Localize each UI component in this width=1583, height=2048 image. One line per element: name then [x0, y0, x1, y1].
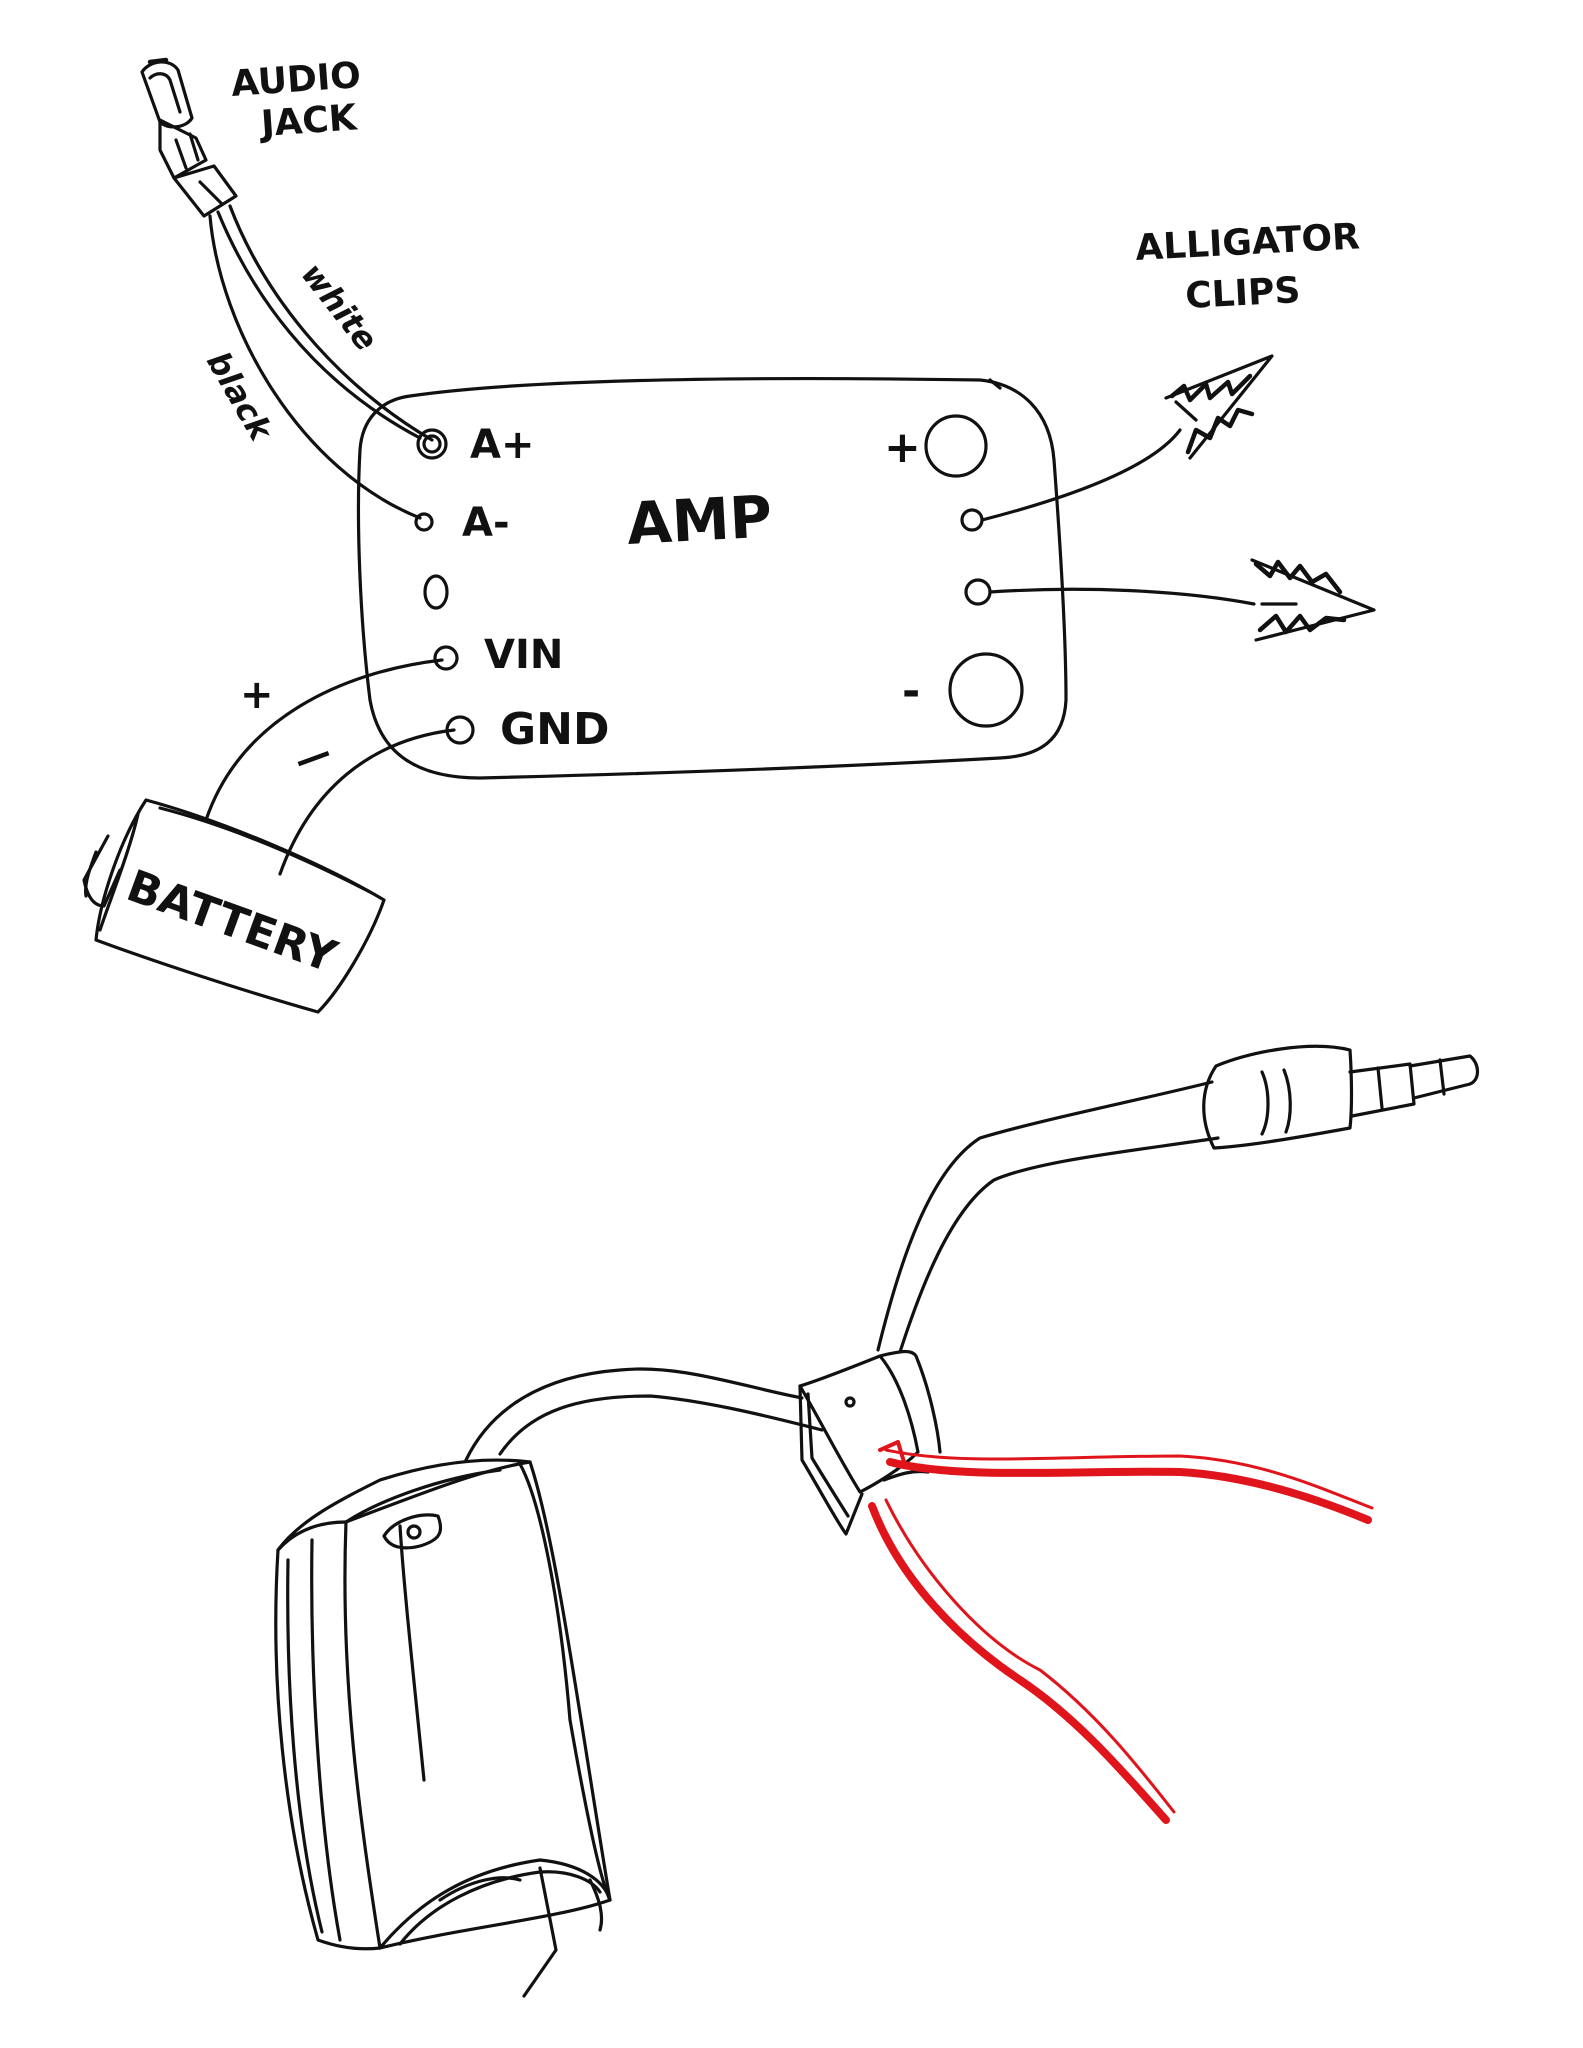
- alligator-clip-top: [1164, 354, 1274, 460]
- pin-vin-hole: [433, 645, 459, 671]
- speaker-plus-terminal: [924, 414, 988, 478]
- red-wires: [868, 1440, 1374, 1824]
- out-plus-label: +: [884, 422, 921, 473]
- amp-board-outline: [356, 376, 1068, 780]
- out-pin-bottom: [964, 578, 992, 606]
- audio-plug-sketch: [1202, 1044, 1480, 1150]
- out-minus-label: -: [902, 666, 920, 717]
- output-wires: [980, 428, 1256, 606]
- junction-block-sketch: [798, 1349, 942, 1536]
- amp-label: AMP: [625, 482, 773, 558]
- plug-cable: [876, 1080, 1220, 1354]
- pin-a-minus-label: A-: [462, 500, 510, 546]
- pin-a-minus-hole: [414, 512, 434, 532]
- pin-vin-label: VIN: [484, 632, 563, 678]
- battery-plus-label: +: [240, 672, 274, 718]
- jack-wires: [208, 204, 434, 520]
- battery-wires: [204, 658, 456, 876]
- battery-minus-label: —: [289, 732, 337, 783]
- battery-top-sketch: [82, 798, 386, 1014]
- amp-terminals-right: [924, 414, 1024, 728]
- amp-pins-left: [414, 428, 475, 745]
- black-wire-label: black: [199, 345, 281, 448]
- alligator-clip-bottom: [1250, 558, 1376, 642]
- pin-unused-hole: [423, 574, 449, 610]
- speaker-minus-terminal: [948, 652, 1024, 728]
- battery-to-junction-cable: [464, 1367, 824, 1462]
- alligator-clips-label-line2: CLIPS: [1184, 270, 1301, 317]
- audio-jack-label-line2: JACK: [257, 97, 359, 145]
- pin-gnd-label: GND: [500, 704, 609, 755]
- alligator-clips-label-line1: ALLIGATOR: [1134, 216, 1360, 269]
- pin-a-plus-label: A+: [470, 422, 534, 468]
- white-wire-label: white: [294, 256, 386, 358]
- pin-a-plus-hole: [416, 428, 448, 460]
- battery-bottom-sketch: [274, 1458, 612, 1998]
- battery-label: BATTERY: [120, 860, 344, 983]
- audio-jack-label-line1: AUDIO: [230, 55, 362, 105]
- out-pin-top: [960, 508, 984, 532]
- audio-jack-sketch: [140, 57, 238, 218]
